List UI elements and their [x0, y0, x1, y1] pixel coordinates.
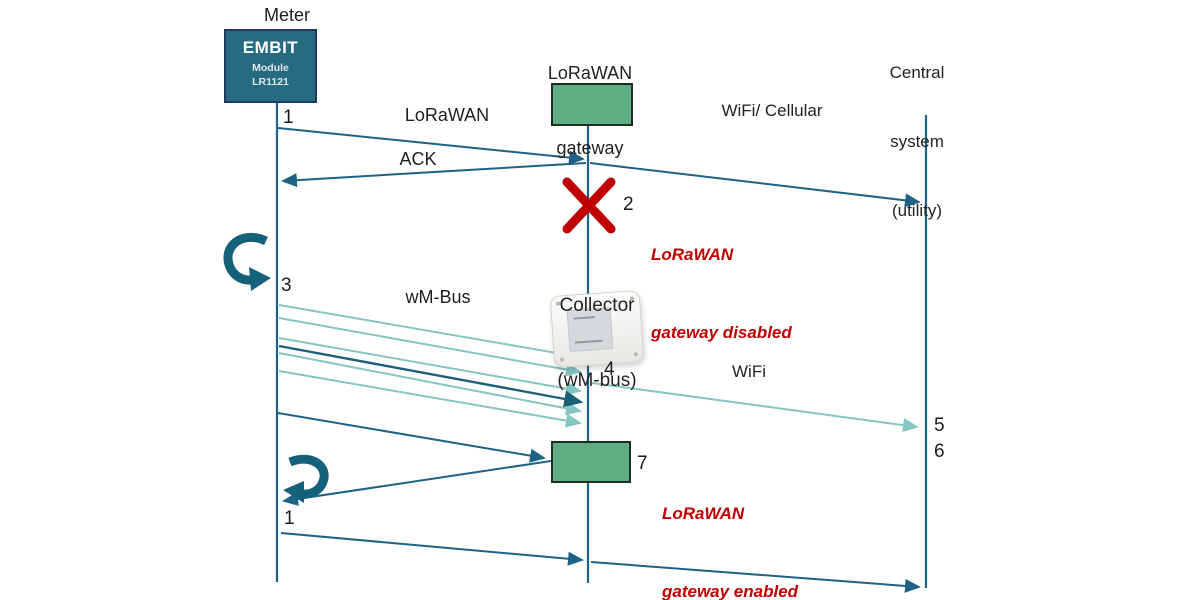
central-title-line1: Central [889, 63, 945, 82]
wmbus-arrow-1 [278, 304, 582, 362]
wmbus-arrow-2 [278, 317, 582, 377]
lorawan-gateway-box-enabled [551, 441, 631, 483]
arrow-wifi-collector-to-central [591, 382, 919, 433]
step-2-label: 2 [623, 194, 634, 215]
gateway-disabled-note-line1: LoRaWAN [651, 245, 734, 264]
step-6-label: 6 [934, 441, 945, 462]
step-1-label: 1 [283, 107, 294, 128]
embit-brand-label: EMBIT [242, 38, 299, 57]
step-7-label: 7 [637, 453, 648, 474]
gateway-title-line1: LoRaWAN [547, 63, 633, 83]
wmbus-arrow-6 [278, 370, 582, 428]
arrow-retry-uplink [280, 532, 584, 566]
wifi-cellular-label: WiFi/ Cellular [721, 101, 823, 120]
step-3-label: 3 [281, 275, 292, 296]
central-title-line2: system [890, 132, 944, 151]
wmbus-arrows [278, 304, 919, 433]
wmbus-arrow-4-dark [278, 344, 584, 408]
ack-message-label: ACK [399, 149, 437, 169]
embit-lr1121-label: LR1121 [252, 76, 289, 88]
arrow-ack [281, 162, 587, 188]
collector-title-line2: (wM-bus) [557, 370, 637, 391]
embit-module-label: Module [252, 62, 289, 74]
gateway-enabled-note-line2: gateway enabled [662, 582, 799, 600]
lorawan-message-label: LoRaWAN [404, 105, 490, 125]
blocked-x-icon [562, 177, 616, 234]
step-1-retry-label: 1 [284, 508, 295, 529]
arrow-meter-to-enabled-gateway [277, 412, 546, 463]
dark-arrows [277, 127, 921, 593]
step-5-label: 5 [934, 415, 945, 436]
arrow-gateway-ack-to-meter [282, 460, 552, 506]
collector-title-line1: Collector [559, 295, 635, 316]
wmbus-arrow-5 [278, 352, 582, 416]
step-4-label: 4 [604, 359, 615, 380]
wmbus-arrow-3 [278, 337, 582, 396]
loop-retry-icon-2 [283, 454, 329, 503]
central-title: Central system (utility) [890, 15, 945, 268]
gateway-enabled-note: LoRaWAN gateway enabled [662, 449, 798, 600]
gateway-disabled-note-line2: gateway disabled [651, 323, 792, 342]
meter-embit-module-box: EMBIT Module LR1121 [224, 29, 317, 103]
gateway-title: LoRaWAN gateway [548, 11, 632, 211]
gateway-disabled-note: LoRaWAN gateway disabled [651, 190, 792, 398]
loop-retry-icon-1 [223, 232, 271, 291]
arrow-lorawan-uplink [277, 127, 585, 165]
collector-title: Collector (wM-bus) [557, 243, 636, 443]
gateway-enabled-note-line1: LoRaWAN [662, 504, 745, 523]
central-title-line3: (utility) [891, 201, 943, 220]
gateway-title-line2: gateway [556, 138, 624, 158]
meter-title: Meter [263, 5, 311, 25]
wifi-message-label: WiFi [732, 362, 766, 381]
arrow-gateway-to-central [589, 162, 921, 208]
wmbus-message-label: wM-Bus [405, 287, 471, 307]
lorawan-gateway-box [551, 83, 633, 126]
arrow-retry-to-central [590, 561, 921, 593]
